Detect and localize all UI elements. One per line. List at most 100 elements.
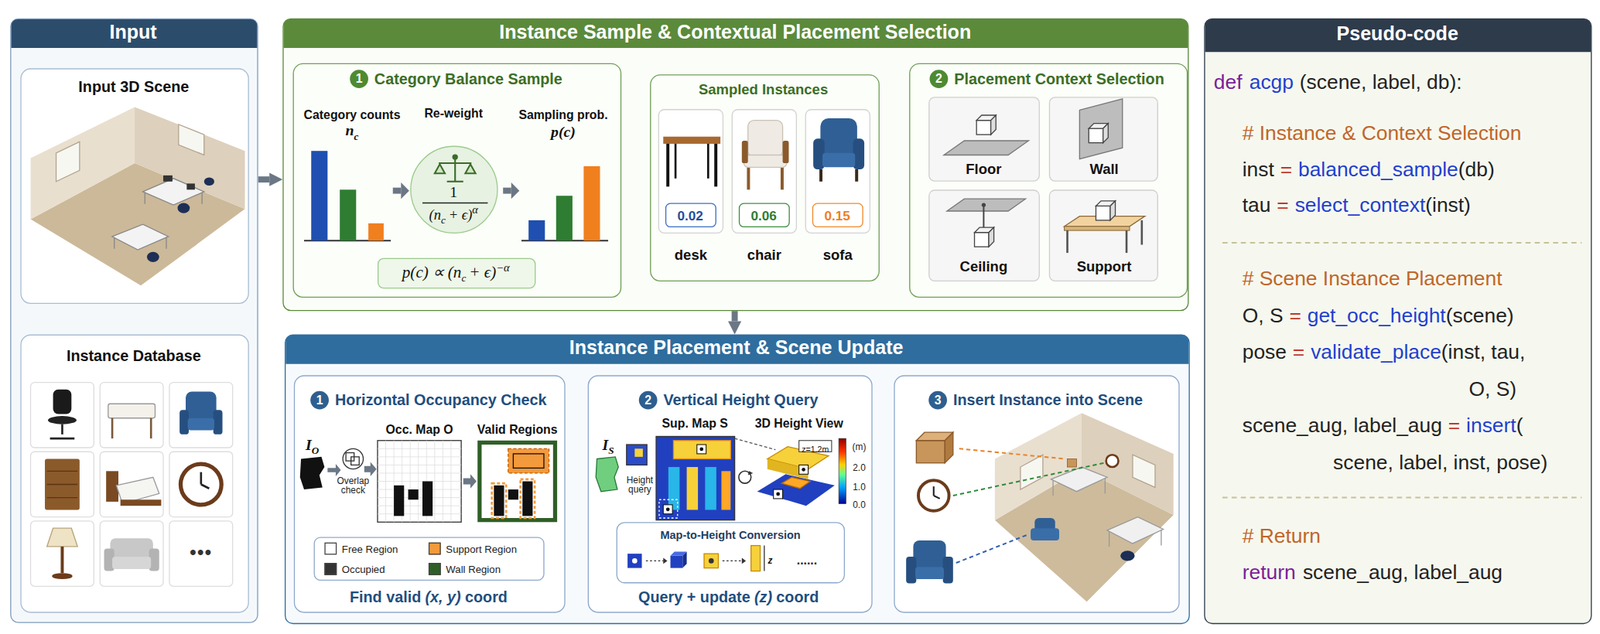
support-context-icon-part — [1064, 226, 1130, 231]
label-row: Sup. Map S — [662, 412, 729, 432]
bar-chart-probabilities-part — [583, 166, 600, 241]
floor-context-icon-part — [991, 115, 997, 135]
text-row: desk — [674, 244, 708, 264]
input-scene-illustration-part — [201, 192, 202, 205]
legend-entry: Occupied — [324, 563, 385, 577]
height-query-illustration-part — [666, 507, 671, 512]
node-text: (x, y) — [425, 588, 462, 606]
input-panel: Input 3D SceneInstance DatabaseInput — [10, 18, 258, 624]
node-text: = — [1448, 413, 1460, 437]
input-scene-illustration-part — [56, 141, 80, 182]
chair-picture-part — [741, 140, 749, 164]
node-text: Ceiling — [960, 258, 1009, 275]
instance-database-tiles-part — [169, 382, 233, 448]
desk-picture-part — [674, 143, 677, 179]
height-query-illustration-part — [699, 447, 704, 452]
occupancy-illustration-part — [377, 441, 462, 524]
occupancy-illustration-part — [520, 479, 535, 519]
callout-number: 2 — [639, 391, 658, 411]
occupancy-illustration-part — [492, 483, 506, 519]
node-text: c — [441, 214, 446, 226]
text-row: 1 — [449, 181, 458, 202]
node-text: Instance Database — [66, 347, 202, 365]
input-scene-illustration-part — [113, 237, 115, 250]
node-text: Re-weight — [423, 105, 483, 120]
probability-box: 0.02 — [665, 202, 717, 228]
input-scene-illustration-part — [144, 192, 146, 205]
context-box: Floor — [928, 96, 1040, 182]
sofa-icon-part — [112, 557, 151, 570]
small-arrow-part — [400, 182, 410, 199]
label-row: Sampling prob. — [518, 103, 608, 124]
inserted-instances-part — [943, 557, 954, 584]
input-scene-illustration-part — [204, 177, 215, 186]
occupancy-illustration-part — [345, 453, 355, 462]
map-to-height-icons-part — [632, 558, 638, 565]
support-context-icon-part — [1095, 205, 1110, 220]
label-row: Valid Regions — [477, 418, 558, 438]
fraction-bar — [422, 202, 488, 204]
occupancy-illustration-part — [393, 485, 404, 517]
label-text: n — [345, 122, 355, 139]
occupancy-illustration-part — [522, 482, 533, 517]
text-row: O, S) — [1469, 376, 1518, 401]
bed-icon — [105, 471, 161, 506]
height-query-illustration-part — [704, 467, 717, 510]
ceiling-context-icon-part — [974, 227, 995, 233]
input-scene-illustration-part — [134, 106, 245, 209]
label-text: Valid Regions — [477, 423, 558, 438]
step-box: FloorWallCeilingSupport2Placement Contex… — [908, 62, 1187, 298]
node-text: Sampled Instances — [698, 81, 828, 98]
text-row: chair — [747, 244, 782, 264]
input-scene-illustration-part — [147, 252, 160, 263]
wall-context-icon — [1079, 99, 1122, 160]
occupancy-illustration-part — [493, 485, 504, 517]
label-text: O — [311, 444, 320, 457]
step-box: 3Insert Instance into Scene — [893, 375, 1180, 613]
node-text: = — [1288, 303, 1301, 326]
height-query-illustration-part — [626, 444, 647, 465]
chair-picture-part — [746, 163, 750, 190]
augmented-scene-illustration-part — [1132, 454, 1156, 488]
balance-scale-icon-part — [447, 181, 464, 183]
balance-scale-icon-part — [434, 164, 445, 174]
reweight-circle: Re-weight1(nc+ ϵ)α — [410, 146, 498, 234]
floor-context-icon-part — [943, 140, 1029, 155]
map-to-height-icons-part — [704, 553, 718, 568]
bar-chart-probabilities-part — [528, 220, 545, 241]
node-text: c — [461, 273, 466, 285]
node-text: # Instance & Context Selection — [1242, 120, 1522, 144]
text-row: Floor — [965, 158, 1002, 178]
label-text: 3D Height View — [755, 417, 844, 431]
label-row: nc — [345, 120, 359, 144]
armchair-icon-part — [179, 410, 189, 435]
text-row: 1Category Balance Sample — [349, 68, 563, 89]
augmented-scene-illustration-part — [1120, 550, 1135, 561]
node-text: coord — [464, 588, 508, 606]
node-text: ( — [1516, 413, 1524, 437]
augmented-scene-illustration-part — [1081, 413, 1174, 516]
node-text: Insert Instance into Scene — [953, 391, 1143, 409]
floor-context-icon-part — [976, 115, 996, 121]
node-text: scene_aug, label_aug — [1242, 413, 1443, 437]
node-text: get_occ_height — [1307, 303, 1447, 326]
code-separator — [1222, 242, 1582, 499]
desk-picture-part — [663, 136, 721, 144]
ceiling-context-icon — [947, 198, 1026, 247]
legend-swatch — [428, 543, 442, 556]
map-to-height-icons-part — [751, 546, 761, 572]
node-text: Query + update — [638, 588, 751, 606]
node-text: # Scene Instance Placement — [1242, 266, 1503, 290]
chair-picture-part — [782, 140, 790, 164]
office-chair-icon — [47, 389, 77, 439]
label-text: S — [608, 444, 614, 457]
node-text: (inst) — [1425, 193, 1471, 216]
input-scene-illustration-part — [30, 106, 136, 219]
balance-scale-icon-part — [438, 162, 472, 165]
label-row: IO — [305, 434, 319, 458]
sofa-icon — [104, 538, 160, 571]
text-row: Map-to-Height Conversion — [659, 523, 800, 544]
legend-swatch — [428, 563, 442, 576]
augmented-scene-illustration-part — [1050, 467, 1108, 493]
instance-database-tiles-part — [30, 521, 95, 587]
